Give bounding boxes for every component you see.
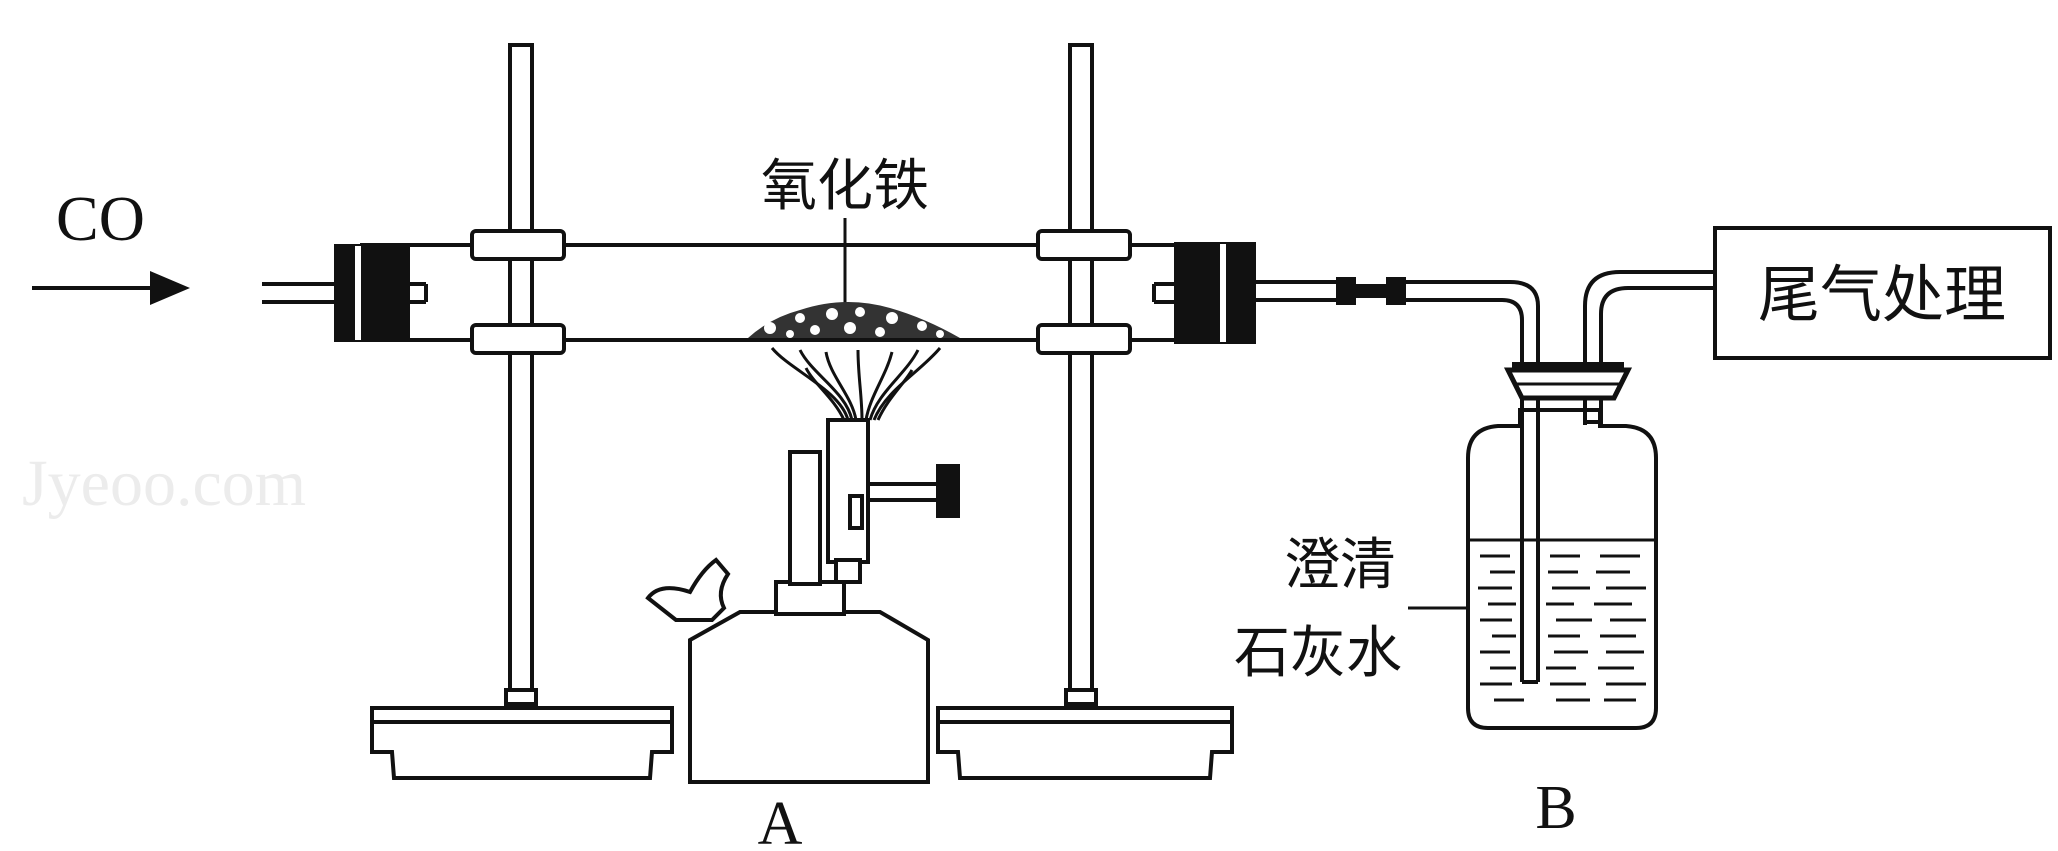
- co-label: CO: [56, 183, 145, 254]
- tail-gas-tubing: [1583, 270, 1715, 425]
- sample-label: 氧化铁: [761, 154, 929, 219]
- tail-gas-label: 尾气处理: [1758, 258, 2006, 331]
- outlet-tubing: [1256, 280, 1540, 425]
- watermark: Jyeoo.com: [22, 447, 306, 520]
- label-a: A: [758, 790, 803, 851]
- tube-clamps: [470, 229, 1132, 355]
- left-stopper: [262, 244, 428, 342]
- inflow-arrow: [32, 271, 190, 305]
- right-stopper: [1152, 242, 1256, 344]
- burner-lamp: [645, 418, 960, 784]
- left-iron-stand: [370, 43, 674, 780]
- flame: [770, 347, 942, 421]
- wash-bottle: [1466, 362, 1658, 730]
- iron-oxide-pile: [748, 301, 960, 338]
- tail-gas-treatment-box: 尾气处理: [1713, 226, 2052, 360]
- right-iron-stand: [936, 43, 1234, 780]
- label-b: B: [1535, 774, 1576, 842]
- rubber-tube-connector: [1336, 277, 1406, 305]
- limewater-label-line2: 石灰水: [1234, 621, 1402, 686]
- limewater-label-line1: 澄清: [1284, 533, 1396, 598]
